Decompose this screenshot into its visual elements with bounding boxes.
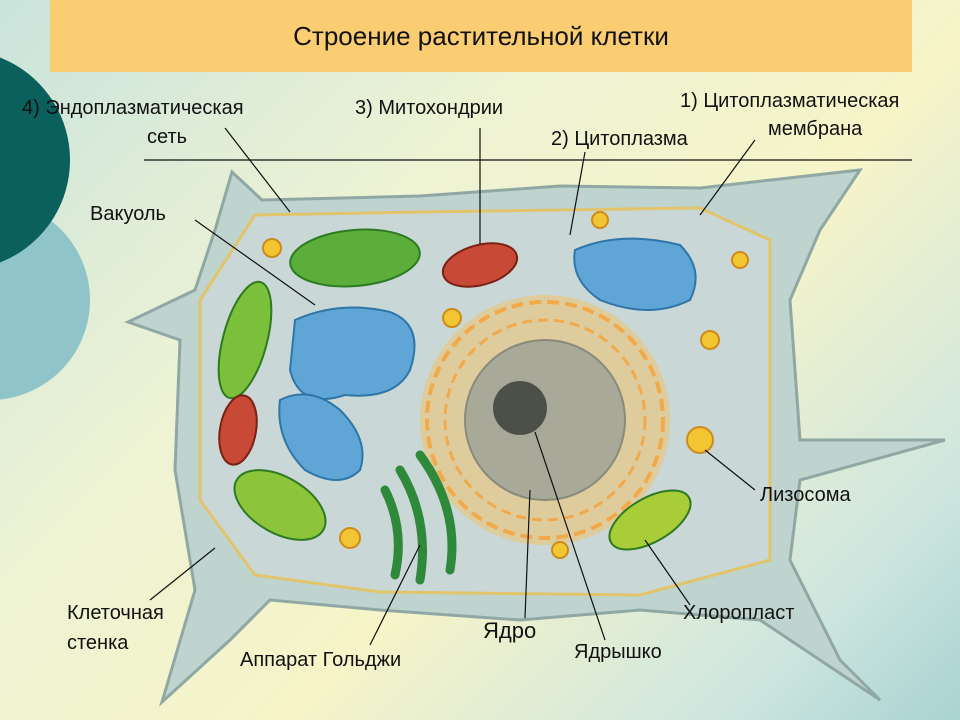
vacuole: [278, 393, 364, 481]
label-cytoplasm: 2) Цитоплазма: [551, 128, 688, 150]
chloroplast: [217, 280, 273, 400]
chloroplast: [289, 228, 421, 288]
label-chloroplast: Хлоропласт: [683, 602, 795, 624]
label-vacuole: Вакуоль: [90, 203, 166, 225]
label-membrane-line2: мембрана: [768, 118, 863, 140]
chloroplast: [608, 489, 692, 551]
leader-lines: [149, 127, 756, 646]
vacuole: [573, 237, 697, 311]
chloroplast: [233, 469, 327, 541]
slide-title: Строение растительной клетки: [293, 20, 669, 51]
mitochondrion: [441, 242, 519, 288]
label-er: 4) Эндоплазматическая: [22, 97, 244, 119]
lysosomes: [262, 211, 749, 559]
label-cell-wall: Клеточная: [67, 602, 164, 624]
label-golgi: Аппарат Гольджи: [240, 649, 402, 671]
slide-title-bar: Строение растительной клетки: [50, 0, 912, 72]
label-membrane: 1) Цитоплазматическая: [680, 90, 900, 112]
decor-circle-dark: [0, 57, 70, 263]
label-cell-wall-line2: стенка: [67, 632, 129, 654]
nucleolus: [493, 381, 547, 435]
mitochondrion: [218, 394, 258, 466]
label-nucleus: Ядро: [483, 618, 537, 643]
golgi-apparatus: [380, 450, 457, 585]
label-er-line2: сеть: [147, 126, 188, 148]
nucleus: [464, 339, 626, 501]
label-nucleolus: Ядрышко: [574, 641, 662, 663]
label-lysosome: Лизосома: [760, 484, 851, 506]
label-mitochondria: 3) Митохондрии: [355, 97, 504, 119]
vacuole: [288, 306, 416, 400]
